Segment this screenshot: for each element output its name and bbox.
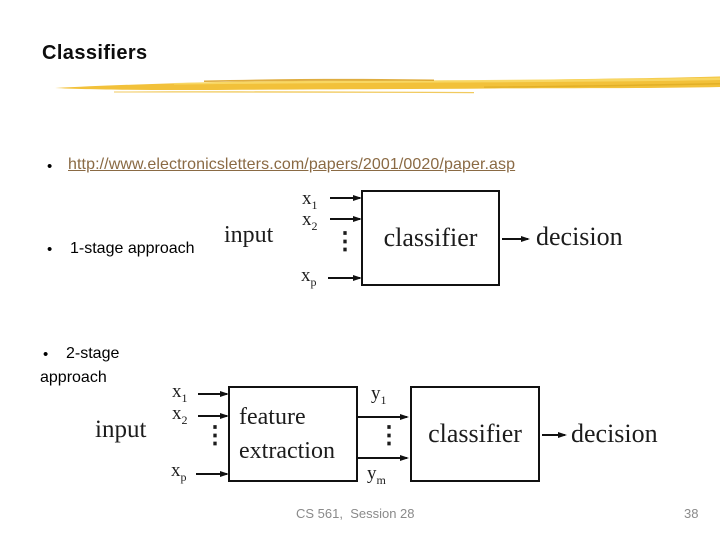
diagram1-decision-label: decision <box>536 222 623 251</box>
arrow <box>330 216 362 222</box>
arrow <box>358 455 409 461</box>
diagram1-signal-x1: x1 <box>302 188 318 212</box>
slide-title: Classifiers <box>42 42 148 64</box>
diagram2-classifier-box: classifier <box>410 386 540 482</box>
diagram1-vertical-ellipsis: ⋮ <box>333 229 357 255</box>
diagram2-feature-extraction-box: feature extraction <box>228 386 358 482</box>
two-stage-bullet-label-line1: 2-stage <box>66 345 120 362</box>
diagram2-signal-y1: y1 <box>371 383 387 407</box>
diagram1-signal-xp: xp <box>301 265 317 289</box>
two-stage-bullet-label-line2: approach <box>40 369 107 386</box>
title-brush-stroke <box>55 76 720 94</box>
diagram1-classifier-label: classifier <box>383 223 478 252</box>
diagram1-signal-x2: x2 <box>302 209 318 233</box>
bullet-marker: • <box>47 241 53 258</box>
footer-course-label: CS 561, Session 28 <box>296 506 415 521</box>
diagram2-decision-label: decision <box>571 419 658 448</box>
page-number: 38 <box>684 506 699 521</box>
arrow <box>196 471 229 477</box>
paper-link[interactable]: http://www.electronicsletters.com/papers… <box>68 156 516 173</box>
diagram2-signal-ym: ym <box>367 463 386 487</box>
diagram2-signal-xp: xp <box>171 460 187 484</box>
diagram2-feature-vertical-ellipsis: ⋮ <box>377 423 401 449</box>
arrow <box>358 414 409 420</box>
one-stage-bullet-label: 1-stage approach <box>70 240 195 257</box>
arrow <box>330 195 362 201</box>
arrow <box>198 391 229 397</box>
feature-extraction-label-line2: extraction <box>239 437 335 464</box>
arrow <box>328 275 362 281</box>
arrow <box>542 432 567 438</box>
feature-extraction-label-line1: feature <box>239 403 306 430</box>
arrow <box>502 236 530 242</box>
arrow <box>198 413 229 419</box>
diagram2-classifier-label: classifier <box>428 419 522 448</box>
bullet-marker: • <box>47 158 53 175</box>
diagram2-signal-x2: x2 <box>172 403 188 427</box>
diagram2-input-vertical-ellipsis: ⋮ <box>203 423 227 449</box>
diagram2-input-label: input <box>95 416 147 443</box>
bullet-marker: • <box>43 346 49 363</box>
diagram2-signal-x1: x1 <box>172 381 188 405</box>
diagram1-input-label: input <box>224 222 274 248</box>
diagram1-classifier-box: classifier <box>361 190 500 286</box>
